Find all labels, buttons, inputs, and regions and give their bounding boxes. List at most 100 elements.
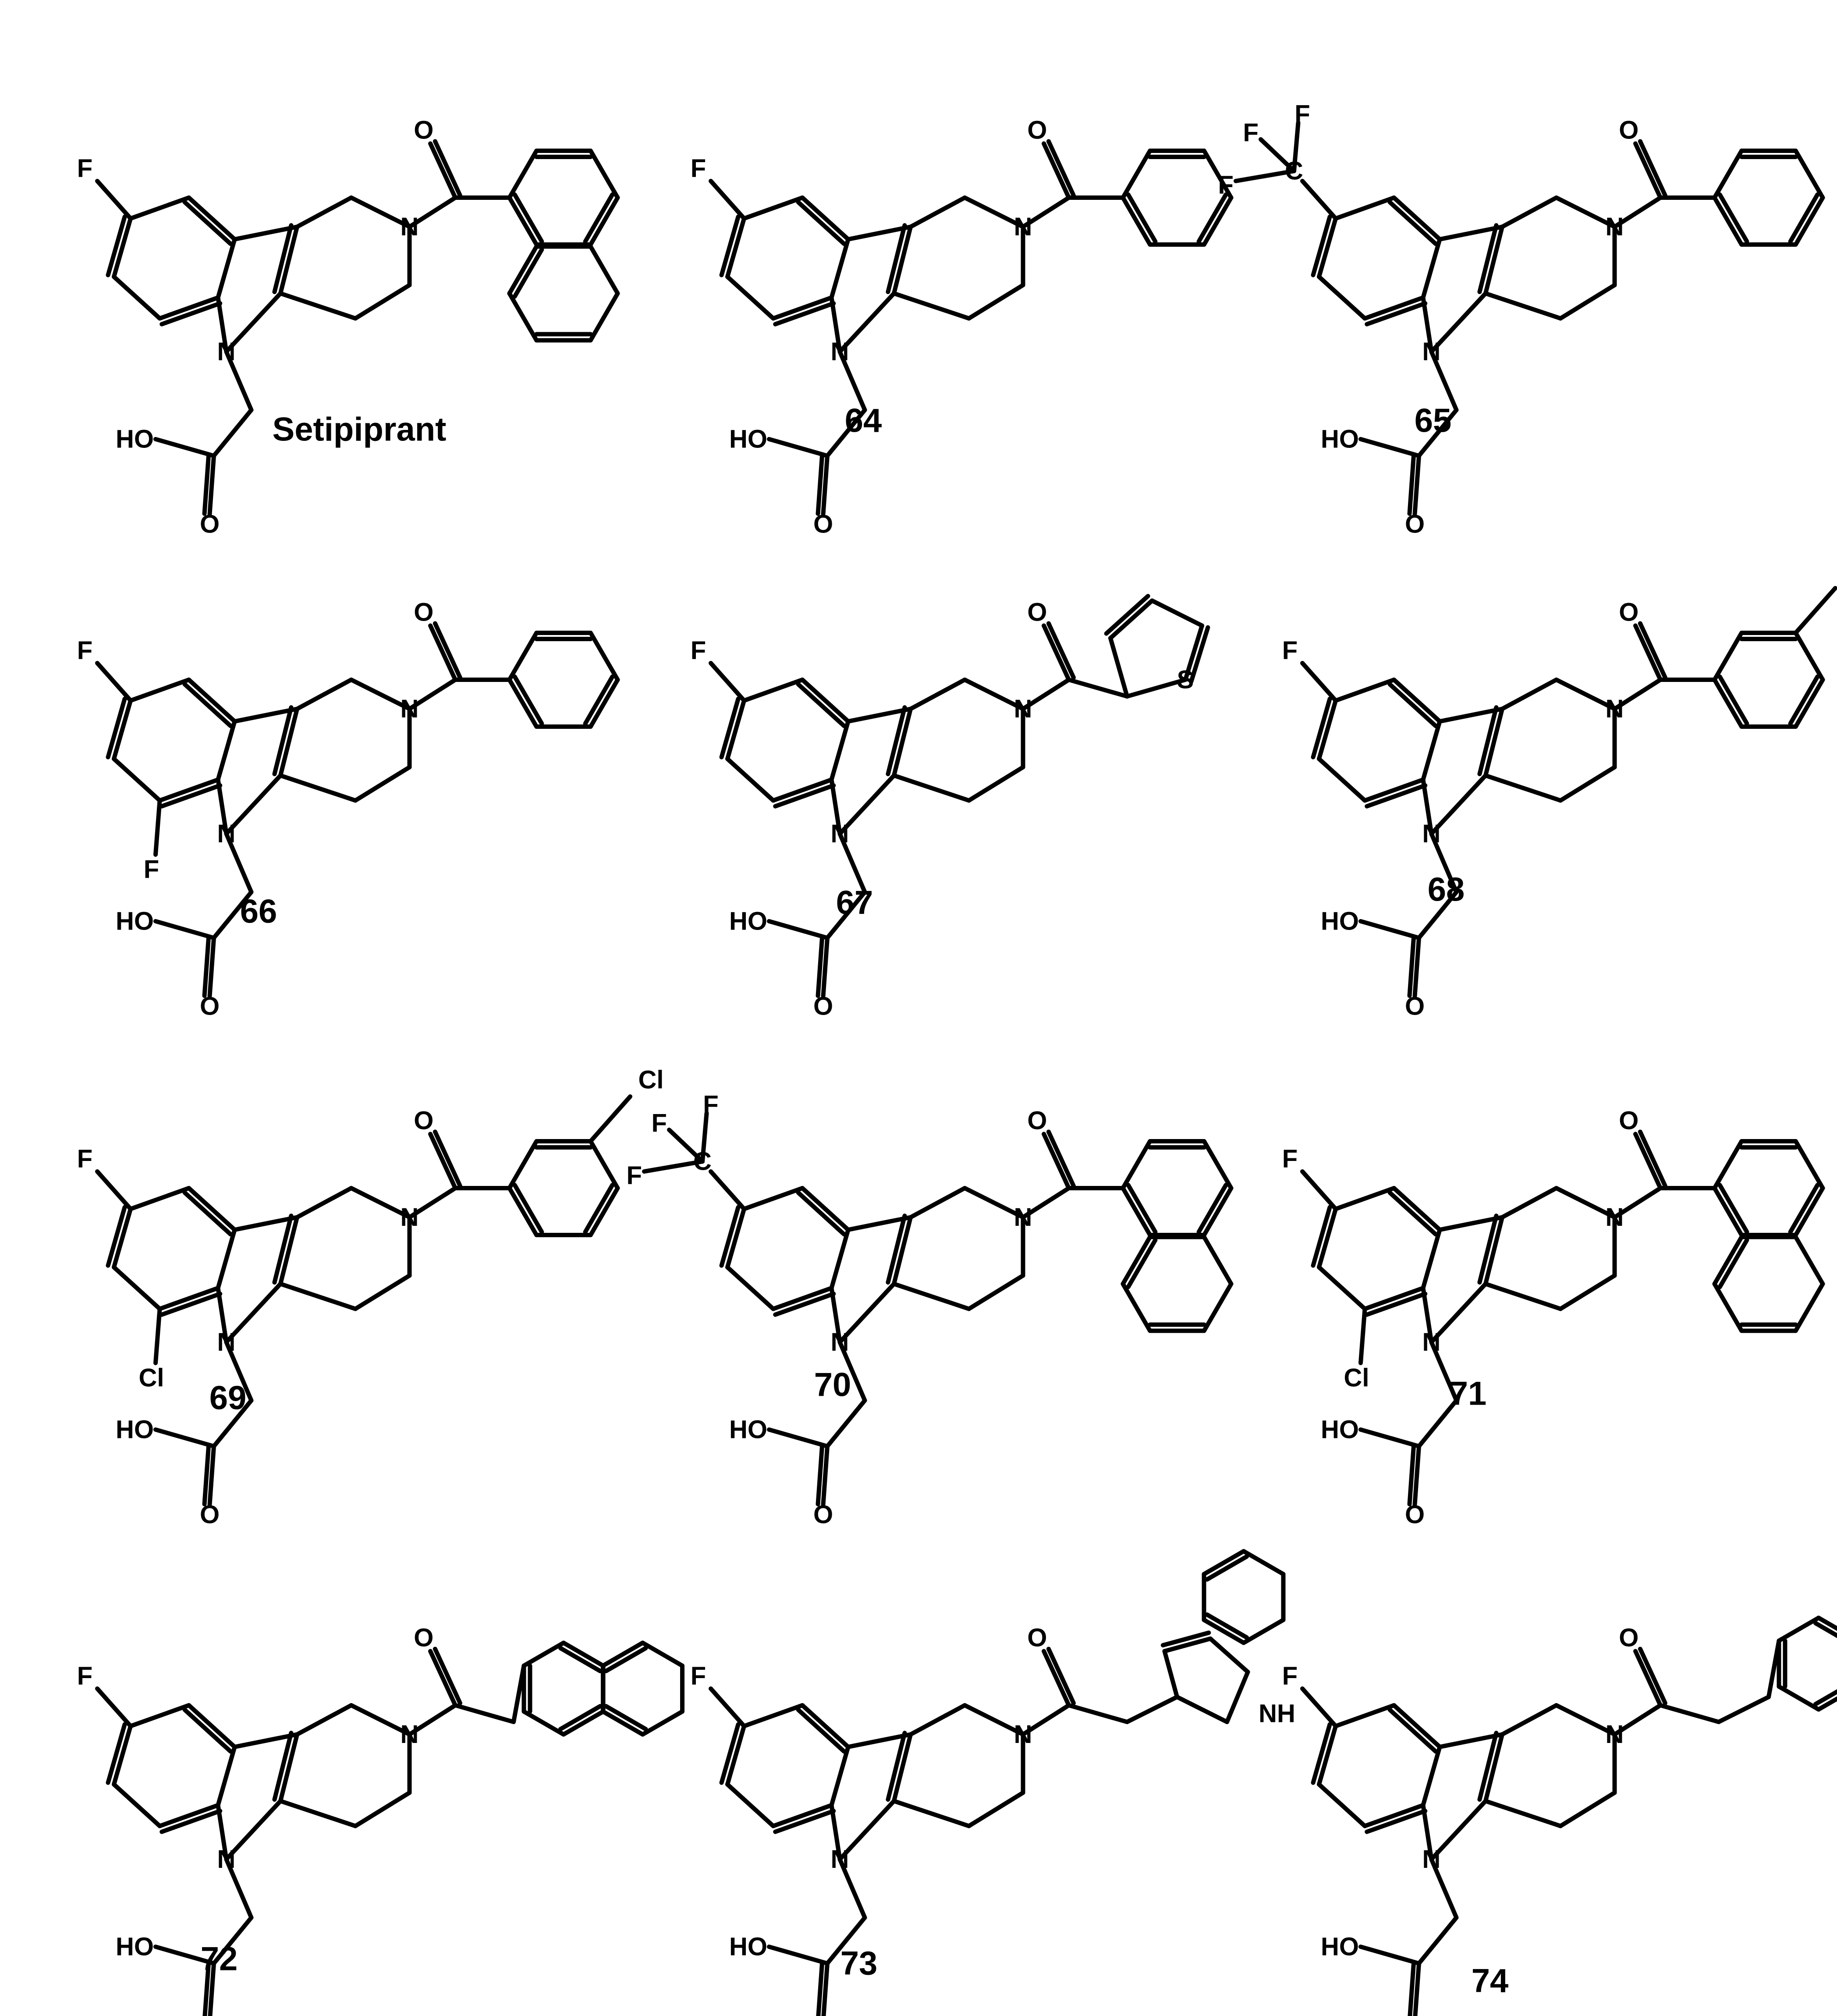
bond — [512, 247, 544, 299]
bond — [1317, 1207, 1338, 1270]
bond — [1042, 623, 1071, 682]
oxygen-label: O — [813, 510, 833, 538]
bond — [962, 1186, 1025, 1220]
bond — [112, 274, 162, 321]
bond — [1793, 1139, 1825, 1190]
bond — [892, 1281, 971, 1311]
bond — [588, 195, 620, 247]
bond — [892, 773, 971, 803]
compound-label: 68 — [1428, 871, 1465, 909]
bond — [1311, 214, 1332, 277]
bond — [837, 1857, 867, 1920]
bond — [1417, 1398, 1459, 1448]
bond — [453, 1703, 516, 1724]
bond — [1202, 195, 1234, 247]
bond — [1421, 237, 1442, 300]
bond — [1358, 437, 1421, 458]
bond — [773, 783, 836, 809]
bond — [224, 1857, 254, 1920]
bond — [95, 179, 133, 221]
bond — [153, 919, 216, 940]
bond — [1612, 1186, 1663, 1220]
bond — [588, 149, 620, 200]
bond — [278, 706, 299, 778]
bond — [1333, 1703, 1396, 1729]
bond — [1633, 1132, 1663, 1190]
bond — [1046, 621, 1076, 680]
bond — [1712, 1235, 1744, 1286]
bond — [962, 678, 1025, 711]
bond — [216, 1745, 237, 1807]
bond — [1160, 1630, 1211, 1647]
bond — [1125, 678, 1188, 699]
bond — [278, 1215, 299, 1286]
bond — [1633, 623, 1663, 682]
bond — [829, 237, 851, 300]
bond — [1046, 1129, 1076, 1188]
bond — [1793, 678, 1825, 729]
bond — [1712, 149, 1744, 200]
bond — [908, 195, 967, 229]
bond — [153, 1306, 162, 1365]
nitrogen-label: N — [1422, 1845, 1441, 1874]
bond — [967, 1273, 1025, 1311]
oxygen-label: O — [200, 510, 220, 538]
bond — [892, 224, 913, 296]
bond — [507, 631, 539, 682]
bond — [128, 1703, 191, 1729]
bond — [160, 783, 223, 809]
bond — [1387, 200, 1438, 246]
bond — [112, 756, 162, 803]
bond — [700, 1111, 709, 1164]
bond — [1202, 1281, 1234, 1333]
bond — [1317, 756, 1367, 803]
hydroxyl-label: HO — [729, 1416, 767, 1444]
hydroxyl-label: HO — [1321, 907, 1359, 936]
compound-label: 74 — [1472, 1963, 1509, 2000]
oxygen-label: O — [1027, 1107, 1047, 1135]
oxygen-label: O — [1619, 1624, 1638, 1652]
bond — [908, 1186, 967, 1220]
bond — [1412, 454, 1421, 516]
bond — [1104, 594, 1150, 636]
bond — [742, 195, 805, 221]
bond — [1483, 224, 1504, 296]
bond — [295, 1703, 354, 1737]
bond — [1150, 598, 1204, 628]
compound-label: 64 — [845, 402, 882, 440]
bond — [224, 773, 283, 836]
bond — [1788, 192, 1820, 244]
bond — [1365, 1809, 1428, 1834]
bond — [967, 283, 1025, 321]
bond — [407, 678, 457, 711]
sulfur-label: S — [1177, 666, 1194, 694]
bond — [95, 1686, 133, 1729]
bond — [1121, 149, 1153, 200]
bond — [800, 195, 851, 241]
bond — [1793, 1235, 1825, 1286]
bond — [1429, 1799, 1488, 1862]
bond — [1358, 919, 1421, 940]
bond — [295, 678, 354, 711]
bond — [767, 437, 830, 458]
substituent-label: F — [77, 1662, 92, 1690]
bond — [1777, 1615, 1821, 1643]
bond — [1362, 295, 1426, 321]
oxygen-label: O — [1619, 1107, 1638, 1135]
bond — [272, 705, 294, 777]
bond — [216, 1803, 229, 1862]
bond — [1392, 1186, 1442, 1232]
bond — [725, 1782, 776, 1828]
bond — [773, 1292, 836, 1317]
bond — [886, 1731, 907, 1802]
bond — [725, 756, 776, 803]
bond — [1793, 1281, 1825, 1333]
bond — [725, 1724, 746, 1787]
bond — [1189, 625, 1210, 684]
bond — [588, 1186, 620, 1237]
hydroxyl-label: HO — [1321, 1416, 1359, 1444]
bond — [588, 244, 620, 296]
bond — [767, 919, 830, 940]
bond — [1777, 1684, 1821, 1712]
